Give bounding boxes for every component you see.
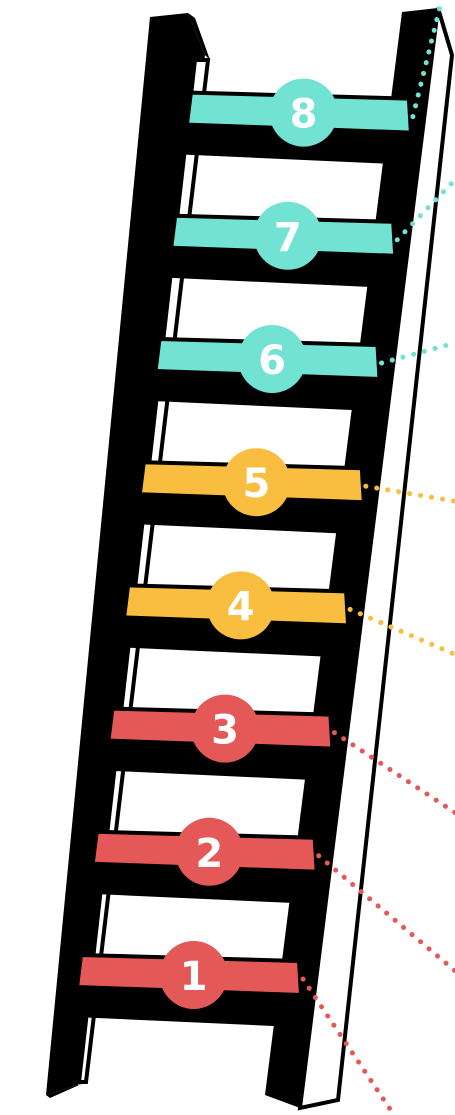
step-number-5: 5 [242, 461, 270, 507]
rung-step-2: 2 [90, 817, 319, 904]
rung-number-badge [191, 694, 259, 763]
rung-number-badge [269, 78, 338, 147]
step-number-2: 2 [195, 831, 223, 877]
step-number-7: 7 [274, 215, 302, 261]
rung-number-badge [238, 325, 307, 393]
leader-line-step-2 [316, 853, 455, 974]
step-number-8: 8 [290, 92, 318, 138]
rung-step-3: 3 [106, 694, 335, 781]
leader-lines [300, 4, 455, 1115]
step-number-1: 1 [180, 954, 208, 1000]
leader-line-step-1 [300, 976, 395, 1115]
rung-step-4: 4 [122, 571, 351, 658]
rung-number-badge [175, 817, 244, 886]
rung-step-6: 6 [153, 325, 382, 411]
right-rail [265, 7, 455, 1111]
rung-number-badge [206, 571, 275, 640]
leader-line-step-3 [331, 730, 455, 816]
step-number-4: 4 [227, 584, 255, 630]
step-number-3: 3 [211, 708, 239, 754]
rung-number-badge [253, 201, 322, 270]
rung-step-1: 1 [75, 941, 303, 1027]
left-rail [46, 13, 211, 1098]
leader-line-step-6 [379, 340, 455, 366]
rung-number-badge [159, 941, 228, 1009]
leader-line-step-4 [347, 606, 455, 657]
step-number-6: 6 [258, 338, 286, 384]
ladder-rungs: 1 2 3 4 5 6 7 8 [75, 78, 413, 1027]
leader-line-step-8 [410, 4, 443, 120]
rung-step-7: 7 [169, 201, 398, 288]
rung-step-5: 5 [137, 448, 366, 535]
rung-number-badge [222, 448, 291, 517]
rung-step-8: 8 [184, 78, 413, 165]
leader-line-step-5 [363, 483, 455, 504]
